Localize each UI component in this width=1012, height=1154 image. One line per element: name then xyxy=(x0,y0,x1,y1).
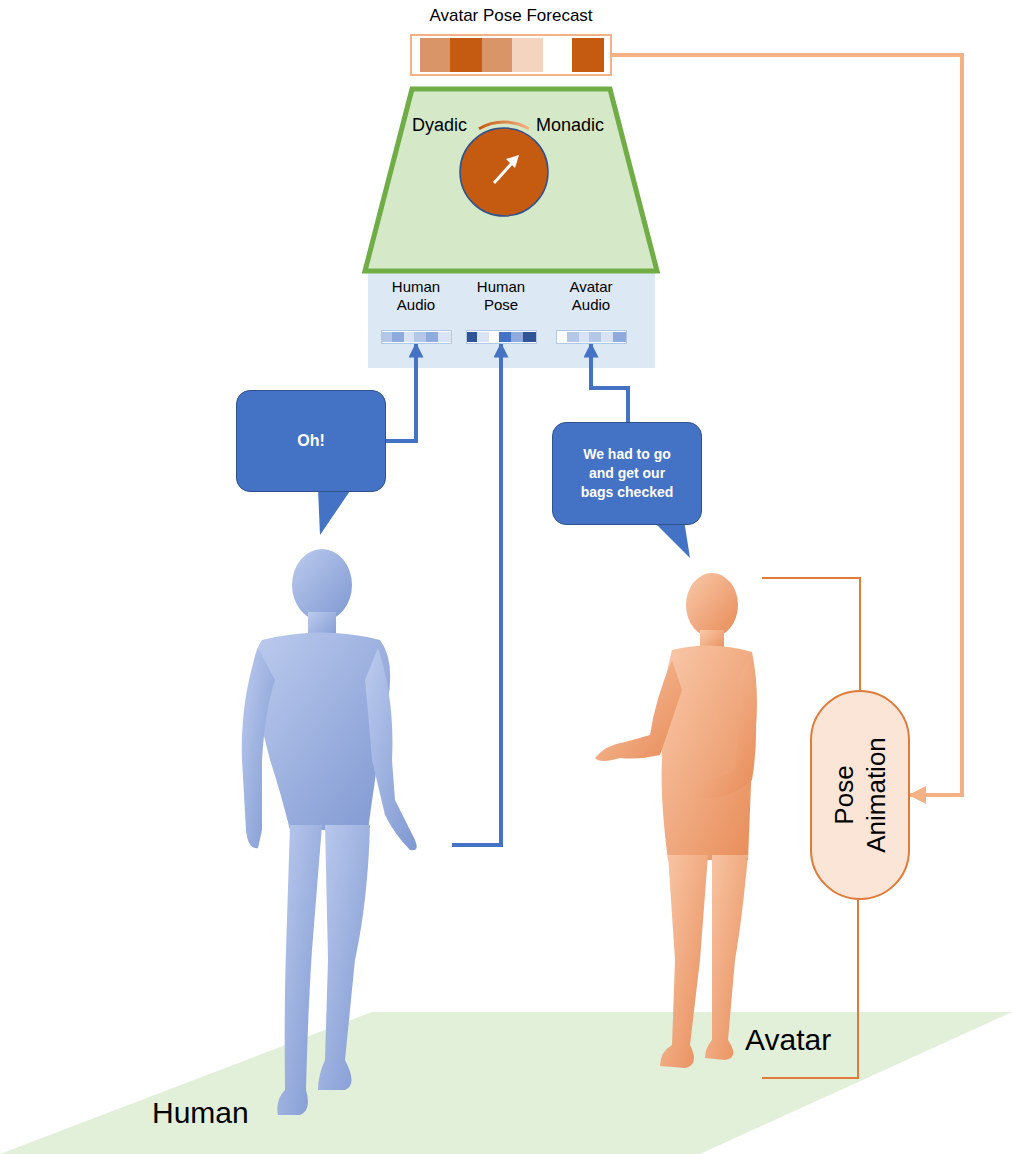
feature-cell xyxy=(589,332,601,342)
human-figure xyxy=(242,549,417,1115)
feature-strip-cells xyxy=(412,38,610,72)
person-figure: Avatar xyxy=(590,570,762,1080)
figure-label: Human xyxy=(152,1095,249,1131)
connector-arrow xyxy=(386,344,416,441)
feature-cell xyxy=(438,332,451,342)
feature-cell xyxy=(450,38,482,72)
avatar-figure-part xyxy=(705,855,748,1060)
feature-cell xyxy=(512,38,543,72)
human-figure-part xyxy=(253,633,391,831)
feature-strip xyxy=(381,330,452,344)
feature-cell xyxy=(567,332,579,342)
input-feature: Human Audio xyxy=(376,278,456,344)
input-label: Avatar Audio xyxy=(558,278,624,314)
feature-cell xyxy=(420,38,450,72)
feature-cell xyxy=(572,38,604,72)
speech-text: We had to go and get our bags checked xyxy=(575,445,679,502)
trapezoid-outline xyxy=(365,89,657,271)
output-strip xyxy=(410,34,612,76)
output-box: Avatar Pose Forecast xyxy=(405,6,617,76)
speech-text: Oh! xyxy=(297,430,325,452)
human-figure-part xyxy=(242,648,275,848)
feature-cell xyxy=(414,332,426,342)
input-band xyxy=(368,273,655,368)
feature-cell xyxy=(382,332,392,342)
dial-label: Monadic xyxy=(536,114,604,136)
dial-knob xyxy=(460,128,548,216)
avatar-figure-part xyxy=(660,855,708,1068)
avatar-figure-part xyxy=(595,660,682,761)
human-figure-part xyxy=(292,549,352,621)
heading-text: Avatar Pose Forecast xyxy=(429,6,592,26)
human-figure-part xyxy=(277,825,322,1115)
feature-cell xyxy=(511,332,523,342)
human-figure-part xyxy=(318,825,370,1090)
input-feature: Avatar Audio xyxy=(551,278,631,344)
feature-strip-cells xyxy=(557,332,626,342)
feature-cell xyxy=(523,332,536,342)
trapezoid-shape xyxy=(362,86,660,274)
feature-cell xyxy=(557,332,567,342)
feature-cell xyxy=(477,332,489,342)
feature-strip xyxy=(556,330,627,344)
feature-cell xyxy=(404,332,414,342)
person-figure: Human xyxy=(230,550,452,1120)
feature-cell xyxy=(467,332,477,342)
speech-bubble: Oh! xyxy=(236,390,386,492)
connector-arrow xyxy=(591,344,628,422)
feature-cell xyxy=(392,332,404,342)
avatar-figure-part xyxy=(689,660,756,798)
feature-strip-cells xyxy=(467,332,536,342)
speech-tail xyxy=(318,488,352,535)
feature-cell xyxy=(601,332,613,342)
connector-arrow xyxy=(452,344,501,845)
input-label: Human Audio xyxy=(383,278,449,314)
model-trapezoid: Dyadic Monadic xyxy=(362,86,660,274)
feature-cell xyxy=(579,332,589,342)
dial-label: Dyadic xyxy=(412,114,467,136)
feature-strip xyxy=(466,330,537,344)
floor xyxy=(0,1012,1012,1154)
input-feature: Human Pose xyxy=(461,278,541,344)
input-label: Human Pose xyxy=(468,278,534,314)
process-label: Pose Animation xyxy=(828,725,892,865)
avatar-figure-part xyxy=(686,573,738,637)
feature-cell xyxy=(426,332,438,342)
feature-cell xyxy=(489,332,499,342)
dial-pointer xyxy=(494,163,512,183)
feature-strip-cells xyxy=(382,332,451,342)
speech-bubble: We had to go and get our bags checked xyxy=(552,422,702,525)
dial-pointer-head xyxy=(506,155,519,168)
feature-cell xyxy=(613,332,626,342)
figure-label: Avatar xyxy=(745,1022,831,1058)
feature-cell xyxy=(499,332,511,342)
feature-cell xyxy=(482,38,512,72)
connector-arrow xyxy=(762,578,860,690)
human-figure-part xyxy=(365,648,417,850)
avatar-figure xyxy=(595,573,757,1068)
process-pill: Pose Animation xyxy=(810,690,910,900)
speech-tail xyxy=(652,520,690,558)
